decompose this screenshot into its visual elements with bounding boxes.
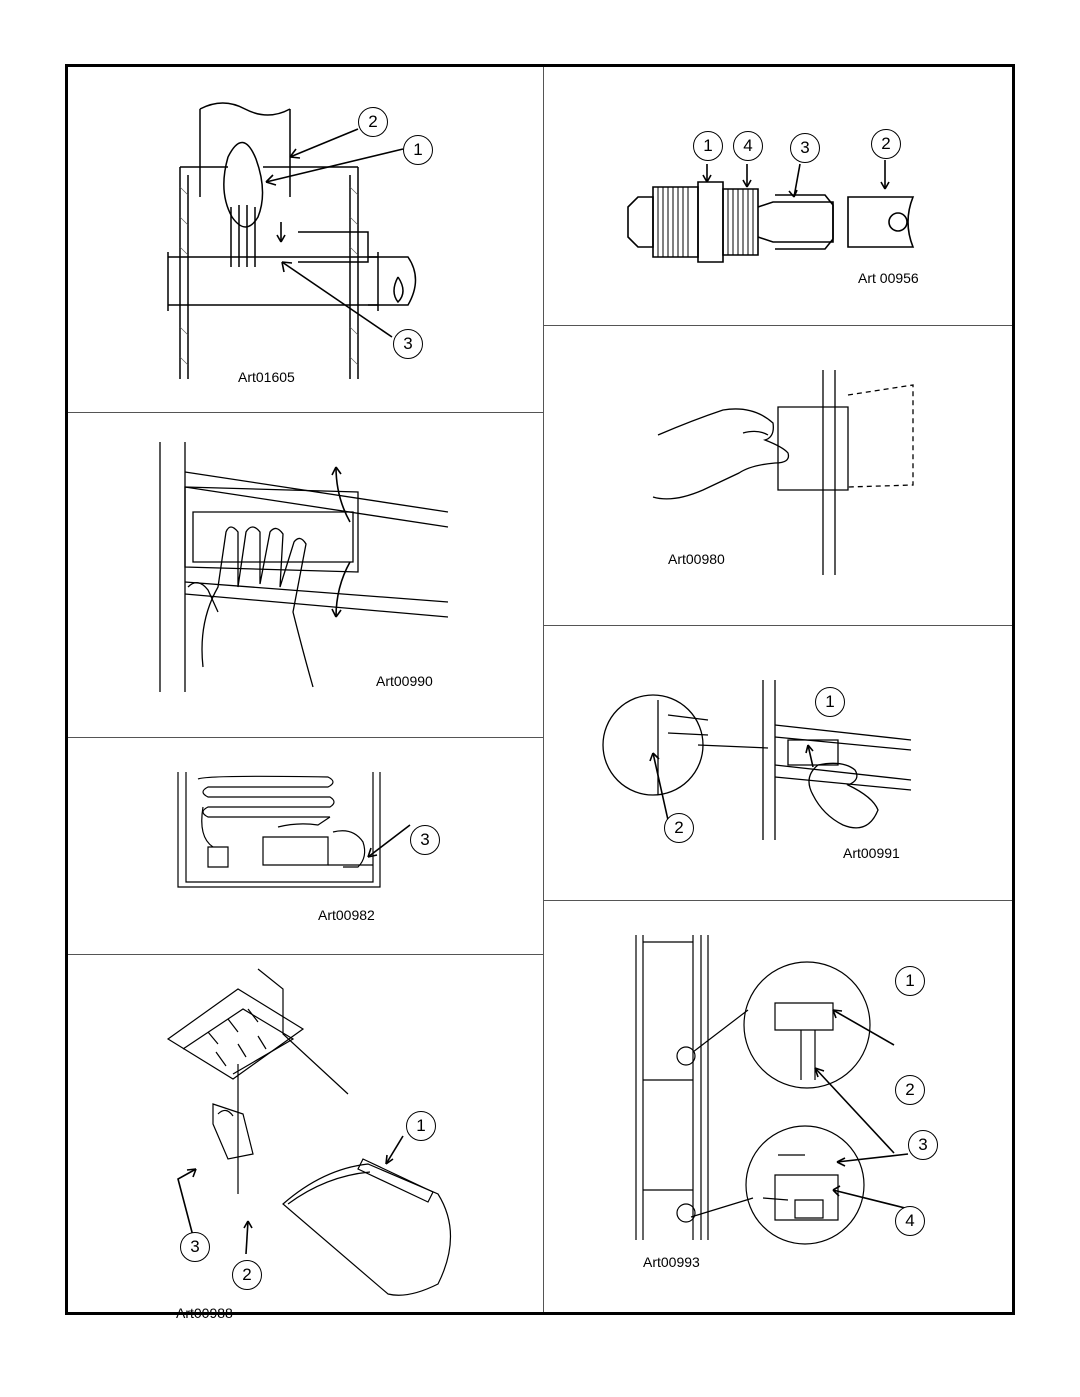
flare-fitting-drawing bbox=[627, 160, 915, 263]
hand-cover-drawing bbox=[652, 370, 914, 575]
art-label: Art00991 bbox=[843, 845, 900, 861]
callout-2: 2 bbox=[895, 1075, 925, 1105]
art-label: Art00993 bbox=[643, 1254, 700, 1270]
right-divider-1 bbox=[543, 325, 1012, 326]
callout-3: 3 bbox=[790, 133, 820, 163]
light-switch-drawing bbox=[602, 680, 912, 840]
panel-fridge-detail: 1 2 3 4 Art00993 bbox=[543, 900, 1012, 1312]
left-divider-2 bbox=[68, 737, 543, 738]
callout-1: 1 bbox=[403, 135, 433, 165]
fridge-detail-drawing bbox=[635, 935, 914, 1245]
left-divider-3 bbox=[68, 954, 543, 955]
illustration-sheet: 2 1 3 Art01605 bbox=[65, 64, 1015, 1321]
callout-1: 1 bbox=[815, 687, 845, 717]
panel-flare-fitting: 1 4 3 2 Art 00956 bbox=[543, 67, 1012, 325]
callout-3: 3 bbox=[908, 1130, 938, 1160]
burner-flame-drawing bbox=[167, 102, 417, 379]
panel-light-switch: 1 2 Art00991 bbox=[543, 625, 1012, 900]
right-divider-3 bbox=[543, 900, 1012, 901]
callout-4: 4 bbox=[733, 131, 763, 161]
art-label: Art00990 bbox=[376, 673, 433, 689]
lamp-cover-drawing bbox=[166, 968, 452, 1296]
callout-2: 2 bbox=[358, 107, 388, 137]
callout-4: 4 bbox=[895, 1206, 925, 1236]
rear-view-drawing bbox=[177, 772, 411, 888]
callout-2: 2 bbox=[664, 813, 694, 843]
callout-3: 3 bbox=[393, 329, 423, 359]
callout-2: 2 bbox=[232, 1260, 262, 1290]
panel-lamp-cover: 1 3 2 Art00988 bbox=[68, 954, 543, 1321]
center-divider bbox=[543, 67, 544, 1312]
panel-rear-view: 3 Art00982 bbox=[68, 737, 543, 954]
callout-1: 1 bbox=[895, 966, 925, 996]
callout-3: 3 bbox=[180, 1232, 210, 1262]
left-divider-1 bbox=[68, 412, 543, 413]
shelf-grip-drawing bbox=[159, 442, 449, 692]
panel-hand-cover: Art00980 bbox=[543, 325, 1012, 625]
callout-3: 3 bbox=[410, 825, 440, 855]
art-label: Art00988 bbox=[176, 1305, 233, 1321]
art-label: Art01605 bbox=[238, 369, 295, 385]
callout-2: 2 bbox=[871, 129, 901, 159]
callout-1: 1 bbox=[693, 131, 723, 161]
art-label: Art 00956 bbox=[858, 270, 919, 286]
art-label: Art00982 bbox=[318, 907, 375, 923]
panel-burner-flame: 2 1 3 Art01605 bbox=[68, 67, 543, 412]
right-divider-2 bbox=[543, 625, 1012, 626]
art-label: Art00980 bbox=[668, 551, 725, 567]
callout-1: 1 bbox=[406, 1111, 436, 1141]
panel-shelf-grip: Art00990 bbox=[68, 412, 543, 737]
